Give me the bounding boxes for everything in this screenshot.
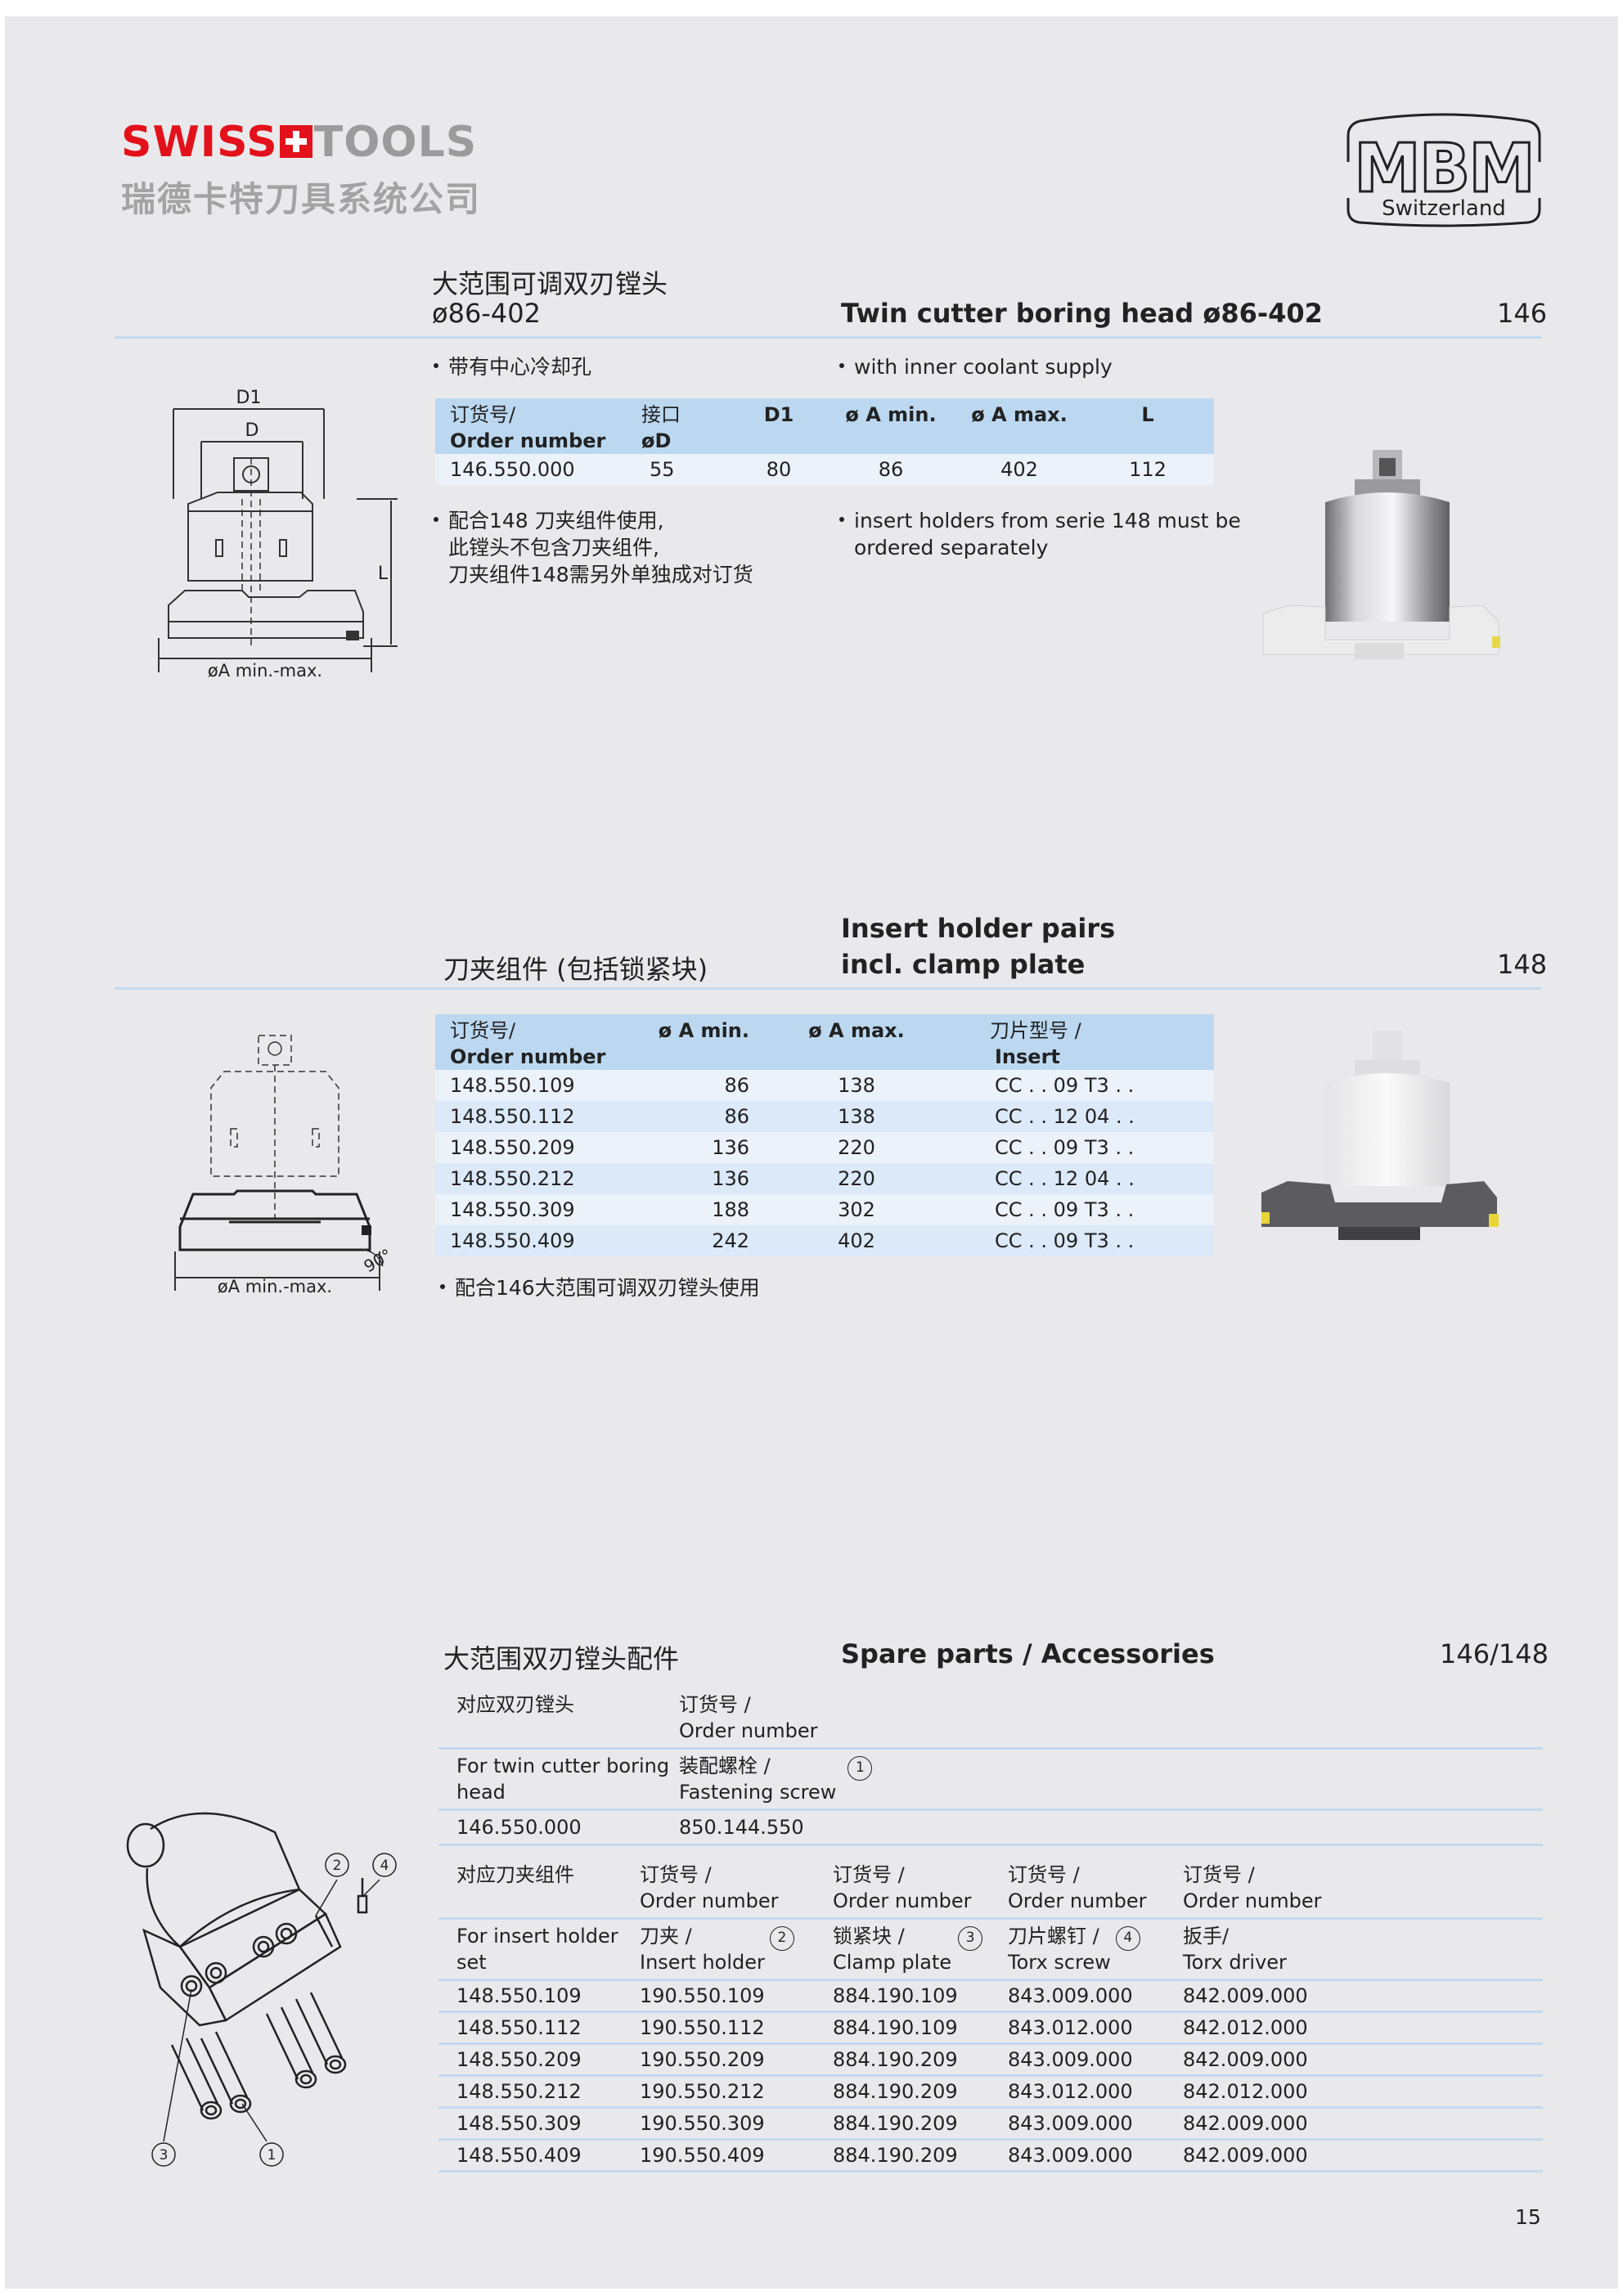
marker-3: 3 <box>160 2147 169 2163</box>
header-amin: ø A min. <box>825 398 957 454</box>
bullet-icon <box>434 517 438 522</box>
table-header: 对应双刃镗头 订货号 /Order number <box>438 1688 1543 1750</box>
section2-title-en-line1: Insert holder pairs <box>841 913 1116 944</box>
catalog-page: SWISS TOOLS 瑞德卡特刀具系统公司 MBM Switzerland 大范… <box>5 16 1618 2289</box>
section1-divider <box>115 336 1541 339</box>
label-arange: øA min.-max. <box>208 661 322 681</box>
insert-holder-table: 订货号/Order number ø A min. ø A max. 刀片型号 … <box>435 1014 1214 1256</box>
label-d: D <box>245 420 259 441</box>
page-number: 15 <box>1515 2205 1541 2229</box>
spare-insert-holder-table: 对应刀夹组件 订货号 /Order number 订货号 /Order numb… <box>438 1858 1543 2172</box>
cell-amin: 86 <box>825 454 957 485</box>
section1-note-en: with inner coolant supply <box>839 353 1113 380</box>
bullet-icon <box>440 1284 445 1289</box>
cell-amax: 402 <box>957 454 1081 485</box>
marker-1-icon: 1 <box>847 1756 873 1781</box>
marker-2-icon: 2 <box>769 1926 794 1951</box>
cell-d1: 80 <box>733 454 825 485</box>
cell-l: 112 <box>1081 454 1214 485</box>
marker-2: 2 <box>333 1858 342 1874</box>
label-l: L <box>378 564 389 584</box>
table-header: 对应刀夹组件 订货号 /Order number 订货号 /Order numb… <box>438 1858 1543 1920</box>
section3-number: 146/148 <box>1440 1638 1549 1669</box>
brand-swiss: SWISS <box>121 118 278 167</box>
header-l: L <box>1081 398 1214 454</box>
table-header: 订货号/Order number ø A min. ø A max. 刀片型号 … <box>435 1014 1214 1070</box>
marker-4-icon: 4 <box>1115 1926 1140 1951</box>
boring-head-photo <box>1262 450 1500 659</box>
section1-remark-cn: 配合148 刀夹组件使用, 此镗头不包含刀夹组件, 刀夹组件148需另外单独成对… <box>434 507 753 588</box>
swiss-cross-icon <box>279 125 312 158</box>
header-insert: 刀片型号 /Insert <box>964 1014 1214 1070</box>
section2-divider <box>115 987 1541 990</box>
section1-title-en: Twin cutter boring head ø86-402 <box>841 298 1323 329</box>
cell-port: 55 <box>641 454 733 485</box>
mbm-logo: MBM <box>1347 113 1541 227</box>
header-amax: ø A max. <box>957 398 1081 454</box>
insert-holder-photo <box>1261 1031 1499 1240</box>
table-row: 146.550.000 55 80 86 402 112 <box>435 454 1214 485</box>
label-arange: øA min.-max. <box>218 1277 332 1296</box>
marker-3-icon: 3 <box>958 1926 983 1951</box>
spare-parts-drawing: 2 4 3 1 <box>126 1812 397 2167</box>
header-order: 订货号/Order number <box>435 1014 641 1070</box>
section2-title-en-line2: incl. clamp plate <box>841 949 1086 980</box>
spare-boring-head-table: 对应双刃镗头 订货号 /Order number For twin cutter… <box>438 1688 1543 1846</box>
header-order: 订货号/Order number <box>435 398 641 454</box>
section1-title-cn: 大范围可调双刃镗头 <box>432 268 668 299</box>
section2-remark-cn: 配合146大范围可调双刃镗头使用 <box>440 1274 760 1301</box>
cell-order: 146.550.000 <box>435 454 641 485</box>
marker-4: 4 <box>380 1858 389 1874</box>
insert-holder-drawing: 90° øA min.-max. <box>174 1035 395 1296</box>
section1-remark-en: insert holders from serie 148 must be or… <box>839 507 1241 561</box>
section1-number: 146 <box>1497 298 1548 329</box>
boring-head-drawing: D1 D L øA min.-max. <box>158 388 398 681</box>
section2-number: 148 <box>1497 949 1548 980</box>
note-cn-text: 带有中心冷却孔 <box>448 355 592 379</box>
section3-title-cn: 大范围双刃镗头配件 <box>443 1643 680 1674</box>
bullet-icon <box>839 363 844 368</box>
table-row: 146.550.000 850.144.550 <box>438 1809 1543 1846</box>
section2-title-cn: 刀夹组件 (包括锁紧块) <box>443 954 708 985</box>
brand-tools: TOOLS <box>313 118 478 167</box>
header-amin: ø A min. <box>641 1014 749 1070</box>
marker-1: 1 <box>268 2147 276 2163</box>
mbm-country: Switzerland <box>1382 196 1506 221</box>
section3-title-en: Spare parts / Accessories <box>841 1638 1215 1669</box>
swisstools-logo: SWISS TOOLS <box>121 121 477 164</box>
brand-chinese-name: 瑞德卡特刀具系统公司 <box>121 179 482 219</box>
section1-note-cn: 带有中心冷却孔 <box>434 353 591 380</box>
section1-title-cn-range: ø86-402 <box>432 298 541 329</box>
note-en-text: with inner coolant supply <box>854 355 1113 379</box>
header-amax: ø A max. <box>749 1014 964 1070</box>
header-d1: D1 <box>733 398 825 454</box>
svg-text:MBM: MBM <box>1354 130 1534 208</box>
bullet-icon <box>839 517 844 522</box>
bullet-icon <box>434 363 438 368</box>
label-d1: D1 <box>236 388 262 408</box>
